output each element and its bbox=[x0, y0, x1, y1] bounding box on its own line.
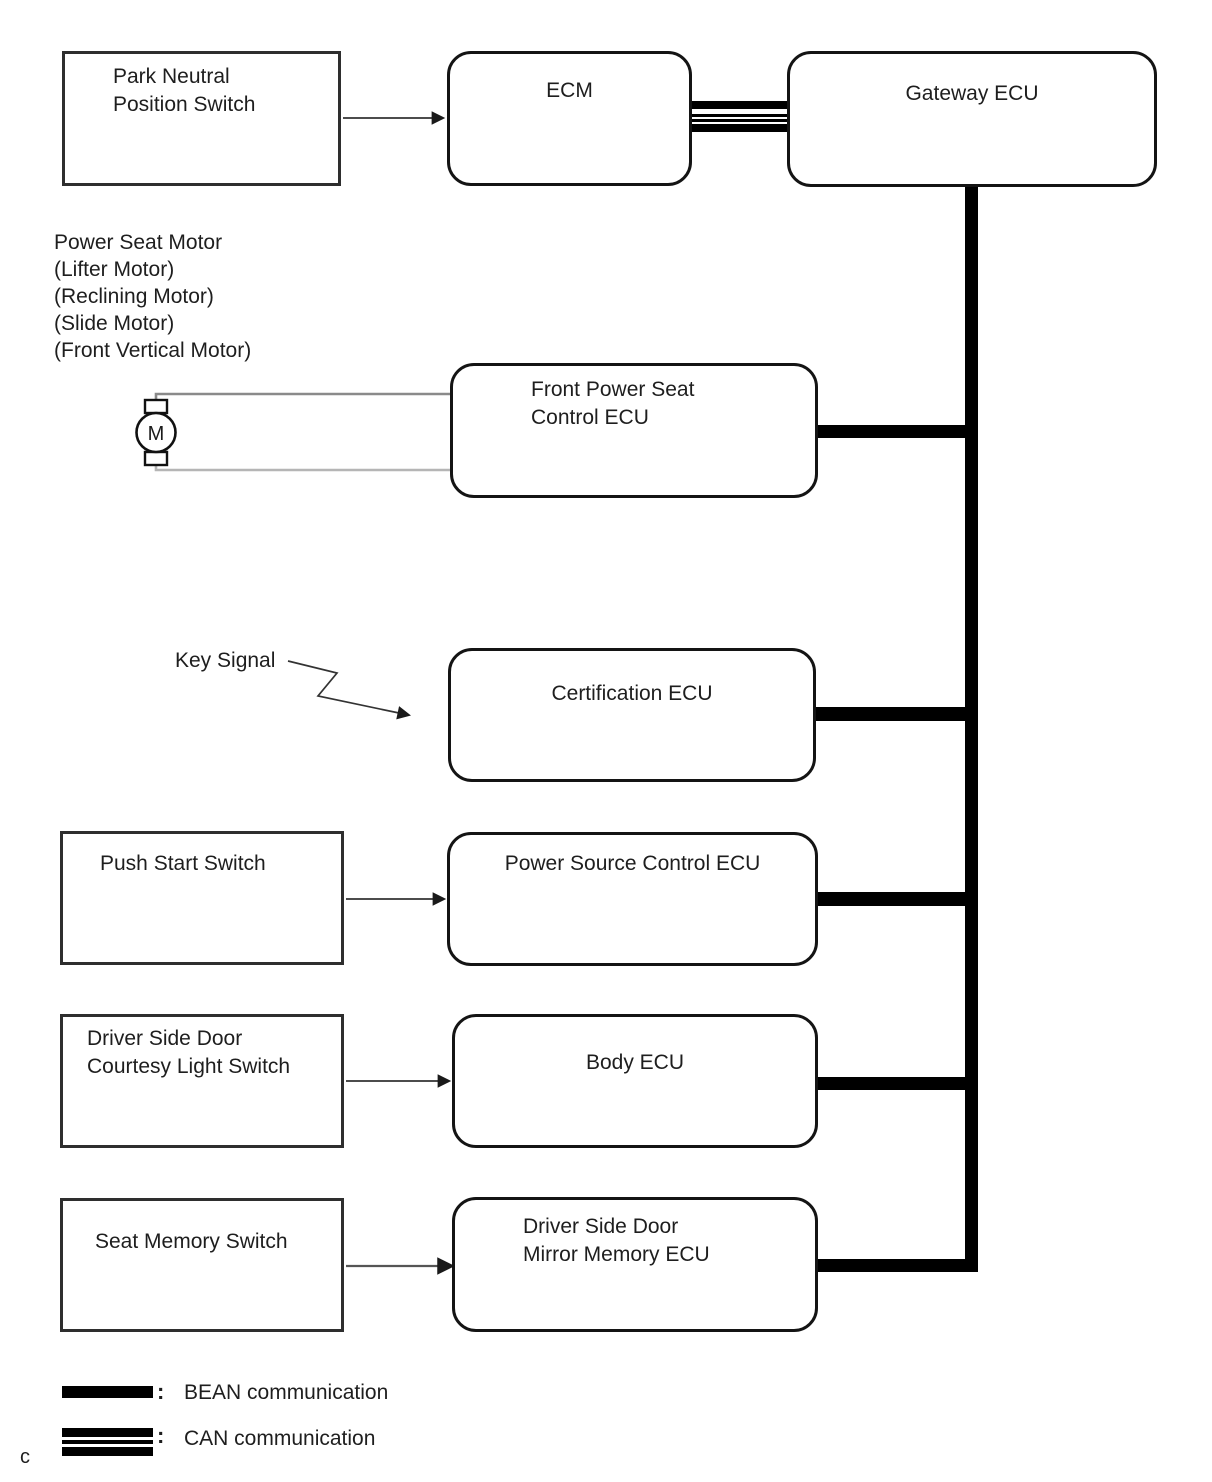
power-seat-motor-annotation: Power Seat Motor (Lifter Motor) (Reclini… bbox=[54, 229, 251, 364]
box-label: Gateway ECU bbox=[905, 82, 1039, 105]
key-signal-annotation: Key Signal bbox=[175, 649, 276, 672]
box-label: Control ECU bbox=[531, 406, 649, 429]
box-label: Front Power Seat bbox=[531, 378, 695, 401]
legend-separator: : bbox=[157, 1379, 165, 1404]
box-label: Park Neutral bbox=[113, 65, 230, 88]
seat-memory-switch-box: Seat Memory Switch bbox=[60, 1198, 344, 1332]
box-label: Courtesy Light Switch bbox=[87, 1055, 291, 1078]
can-link-line-2 bbox=[691, 114, 788, 117]
annotation-line: Power Seat Motor bbox=[54, 231, 223, 254]
annotation-line: (Reclining Motor) bbox=[54, 285, 214, 308]
body-ecu-box: Body ECU bbox=[452, 1014, 818, 1148]
power-seat-motor-symbol: M bbox=[135, 392, 452, 472]
bean-connector-mirror-memory-ecu bbox=[816, 1259, 965, 1272]
ecm-box: ECM bbox=[447, 51, 692, 186]
bean-connector-front-power-seat-ecu bbox=[816, 425, 965, 438]
box-label: Power Source Control ECU bbox=[504, 852, 761, 875]
can-link-line-1 bbox=[691, 101, 788, 109]
park-neutral-position-switch-box: Park Neutral Position Switch bbox=[62, 51, 341, 186]
box-label: Push Start Switch bbox=[100, 852, 266, 875]
can-swatch-line-2 bbox=[62, 1440, 153, 1444]
arrow-key-signal-to-certification-ecu bbox=[287, 660, 411, 720]
motor-letter: M bbox=[148, 423, 165, 445]
annotation-line: (Lifter Motor) bbox=[54, 258, 175, 281]
can-swatch-line-3 bbox=[62, 1447, 153, 1456]
bean-connector-certification-ecu bbox=[816, 707, 965, 721]
bean-connector-body-ecu bbox=[816, 1077, 965, 1090]
motor-wire-top bbox=[154, 392, 452, 400]
motor-brush-top bbox=[143, 398, 169, 415]
corner-mark: c bbox=[20, 1446, 30, 1468]
legend-separator: : bbox=[157, 1423, 165, 1448]
box-label: Driver Side Door bbox=[87, 1027, 243, 1050]
legend-can-label: CAN communication bbox=[184, 1427, 376, 1450]
can-link-line-3 bbox=[691, 119, 788, 122]
annotation-line: (Slide Motor) bbox=[54, 312, 175, 335]
can-swatch-line-1 bbox=[62, 1428, 153, 1437]
box-label: Mirror Memory ECU bbox=[523, 1243, 710, 1266]
motor-brush-bottom bbox=[143, 450, 169, 467]
legend-bean-line-swatch bbox=[62, 1386, 153, 1398]
driver-side-door-courtesy-light-switch-box: Driver Side Door Courtesy Light Switch bbox=[60, 1014, 344, 1148]
driver-side-door-mirror-memory-ecu-box: Driver Side Door Mirror Memory ECU bbox=[452, 1197, 818, 1332]
can-link-line-4 bbox=[691, 124, 788, 132]
gateway-ecu-box: Gateway ECU bbox=[787, 51, 1157, 187]
bean-connector-power-source-ecu bbox=[816, 892, 965, 906]
box-label: Body ECU bbox=[585, 1051, 685, 1074]
box-label: Certification ECU bbox=[551, 682, 713, 705]
push-start-switch-box: Push Start Switch bbox=[60, 831, 344, 965]
bean-bus-vertical bbox=[965, 185, 978, 1272]
certification-ecu-box: Certification ECU bbox=[448, 648, 816, 782]
motor-wire-bottom bbox=[154, 465, 452, 472]
front-power-seat-control-ecu-box: Front Power Seat Control ECU bbox=[450, 363, 818, 498]
box-label: Driver Side Door bbox=[523, 1215, 679, 1238]
motor-circle bbox=[135, 411, 177, 454]
box-label: Seat Memory Switch bbox=[95, 1230, 288, 1253]
box-label: ECM bbox=[546, 79, 593, 102]
box-label: Position Switch bbox=[113, 93, 256, 116]
annotation-line: (Front Vertical Motor) bbox=[54, 339, 252, 362]
legend-bean-label: BEAN communication bbox=[184, 1381, 389, 1404]
power-source-control-ecu-box: Power Source Control ECU bbox=[447, 832, 818, 966]
